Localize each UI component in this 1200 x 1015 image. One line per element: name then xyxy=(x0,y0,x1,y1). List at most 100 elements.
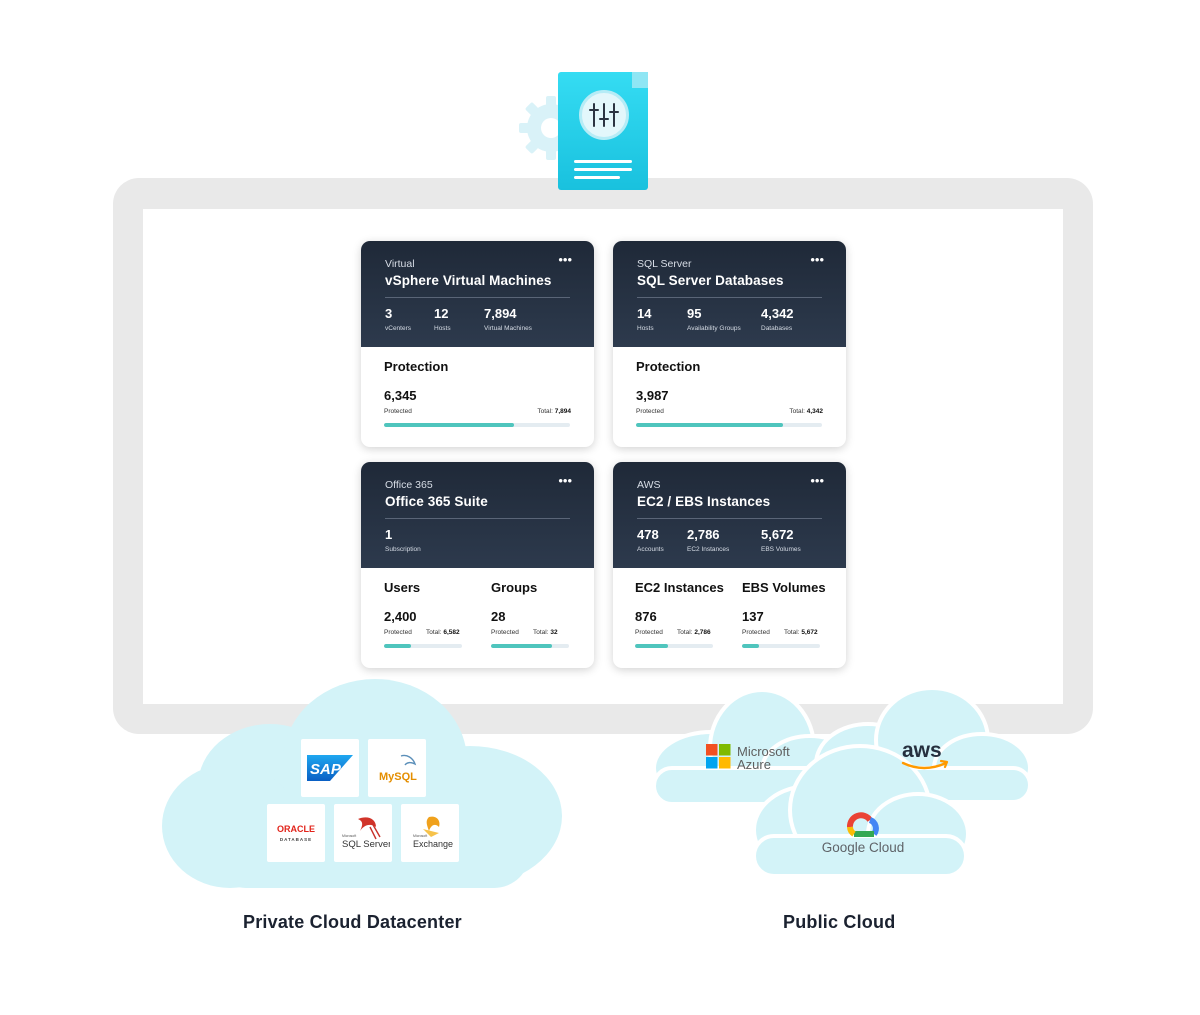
stat-value: 95 xyxy=(687,306,702,321)
more-options-icon[interactable]: ••• xyxy=(558,252,572,267)
section-title: Users xyxy=(384,580,421,595)
total-value: 4,342 xyxy=(806,408,823,415)
document-line xyxy=(574,176,620,179)
stat-label: Availability Groups xyxy=(687,325,741,332)
protected-count: 137 xyxy=(742,609,764,624)
card-header: AWS EC2 / EBS Instances ••• 478 Accounts… xyxy=(613,462,846,568)
azure-logo-line1: Microsoft xyxy=(737,744,790,759)
card-subtitle: AWS xyxy=(637,479,661,491)
exchange-logo: Microsoft Exchange xyxy=(401,804,459,862)
total-value: 32 xyxy=(550,629,558,636)
card-title: EC2 / EBS Instances xyxy=(637,494,771,509)
card-title: vSphere Virtual Machines xyxy=(385,273,552,288)
stat-value: 14 xyxy=(637,306,652,321)
progress-fill xyxy=(742,644,760,648)
mysql-logo: MySQL xyxy=(368,739,426,797)
total-prefix: Total: xyxy=(537,408,553,415)
aws-logo: aws xyxy=(900,737,952,778)
section-title: Groups xyxy=(491,580,538,595)
document-line xyxy=(574,160,632,163)
stat-label: Hosts xyxy=(434,325,451,332)
protected-label: Protected xyxy=(384,408,412,415)
stat-label: Virtual Machines xyxy=(484,325,532,332)
sap-logo-text: SAP xyxy=(310,761,342,778)
divider xyxy=(637,518,822,519)
google-cloud-logo-text: Google Cloud xyxy=(822,840,905,855)
section-title: EBS Volumes xyxy=(742,580,826,595)
protected-label: Protected xyxy=(635,629,663,636)
card-sql-server[interactable]: SQL Server SQL Server Databases ••• 14 H… xyxy=(613,241,846,447)
progress-fill xyxy=(491,644,552,648)
total-label: Total: 5,672 xyxy=(784,629,818,636)
protected-count: 3,987 xyxy=(636,388,669,403)
stat-label: Subscription xyxy=(385,546,421,553)
progress-fill xyxy=(636,423,783,427)
exchange-logo-text: Exchange xyxy=(413,839,453,849)
microsoft-azure-logo: Microsoft Azure xyxy=(706,744,802,777)
total-prefix: Total: xyxy=(426,629,442,636)
total-value: 7,894 xyxy=(554,408,571,415)
total-prefix: Total: xyxy=(784,629,800,636)
more-options-icon[interactable]: ••• xyxy=(810,252,824,267)
total-label: Total: 6,582 xyxy=(426,629,460,636)
section-title: Protection xyxy=(384,359,449,374)
protected-count: 6,345 xyxy=(384,388,417,403)
sap-logo: SAP xyxy=(301,739,359,797)
progress-fill xyxy=(384,644,412,648)
protected-count: 28 xyxy=(491,609,506,624)
oracle-logo: ORACLE DATABASE xyxy=(267,804,325,862)
azure-logo-line2: Azure xyxy=(737,757,771,772)
card-office-365[interactable]: Office 365 Office 365 Suite ••• 1 Subscr… xyxy=(361,462,594,668)
total-label: Total: 32 xyxy=(533,629,558,636)
section-title: EC2 Instances xyxy=(635,580,724,595)
stat-label: Accounts xyxy=(637,546,664,553)
card-vsphere[interactable]: Virtual vSphere Virtual Machines ••• 3 v… xyxy=(361,241,594,447)
stat-value: 1 xyxy=(385,527,393,542)
stat-label: EBS Volumes xyxy=(761,546,801,553)
divider xyxy=(637,297,822,298)
progress-fill xyxy=(635,644,668,648)
protected-label: Protected xyxy=(742,629,770,636)
total-prefix: Total: xyxy=(677,629,693,636)
config-document-icon xyxy=(558,72,648,190)
public-cloud-caption: Public Cloud xyxy=(783,912,896,932)
card-subtitle: Virtual xyxy=(385,258,415,270)
stat-value: 12 xyxy=(434,306,449,321)
total-label: Total: 4,342 xyxy=(789,408,823,415)
sql-server-logo-text: SQL Server xyxy=(342,839,390,850)
more-options-icon[interactable]: ••• xyxy=(810,473,824,488)
oracle-logo-subtext: DATABASE xyxy=(280,837,312,842)
aws-logo-text: aws xyxy=(902,739,942,762)
card-title: Office 365 Suite xyxy=(385,494,488,509)
divider xyxy=(385,518,570,519)
card-header: SQL Server SQL Server Databases ••• 14 H… xyxy=(613,241,846,347)
stat-label: vCenters xyxy=(385,325,412,332)
stat-value: 2,786 xyxy=(687,527,720,542)
card-title: SQL Server Databases xyxy=(637,273,784,288)
stat-value: 5,672 xyxy=(761,527,794,542)
divider xyxy=(385,297,570,298)
more-options-icon[interactable]: ••• xyxy=(558,473,572,488)
sliders-icon xyxy=(579,90,629,140)
protected-label: Protected xyxy=(491,629,519,636)
protected-label: Protected xyxy=(636,408,664,415)
card-subtitle: Office 365 xyxy=(385,479,433,491)
total-label: Total: 7,894 xyxy=(537,408,571,415)
progress-fill xyxy=(384,423,515,427)
card-header: Virtual vSphere Virtual Machines ••• 3 v… xyxy=(361,241,594,347)
section-title: Protection xyxy=(636,359,701,374)
stat-label: EC2 Instances xyxy=(687,546,730,553)
protected-count: 876 xyxy=(635,609,657,624)
progress-bar xyxy=(384,423,570,427)
document-fold xyxy=(632,72,648,88)
stat-value: 4,342 xyxy=(761,306,794,321)
total-value: 6,582 xyxy=(443,629,460,636)
card-aws[interactable]: AWS EC2 / EBS Instances ••• 478 Accounts… xyxy=(613,462,846,668)
total-prefix: Total: xyxy=(533,629,549,636)
protected-label: Protected xyxy=(384,629,412,636)
card-subtitle: SQL Server xyxy=(637,258,692,270)
progress-bar xyxy=(635,644,713,648)
total-prefix: Total: xyxy=(789,408,805,415)
stat-value: 3 xyxy=(385,306,393,321)
progress-bar xyxy=(384,644,462,648)
